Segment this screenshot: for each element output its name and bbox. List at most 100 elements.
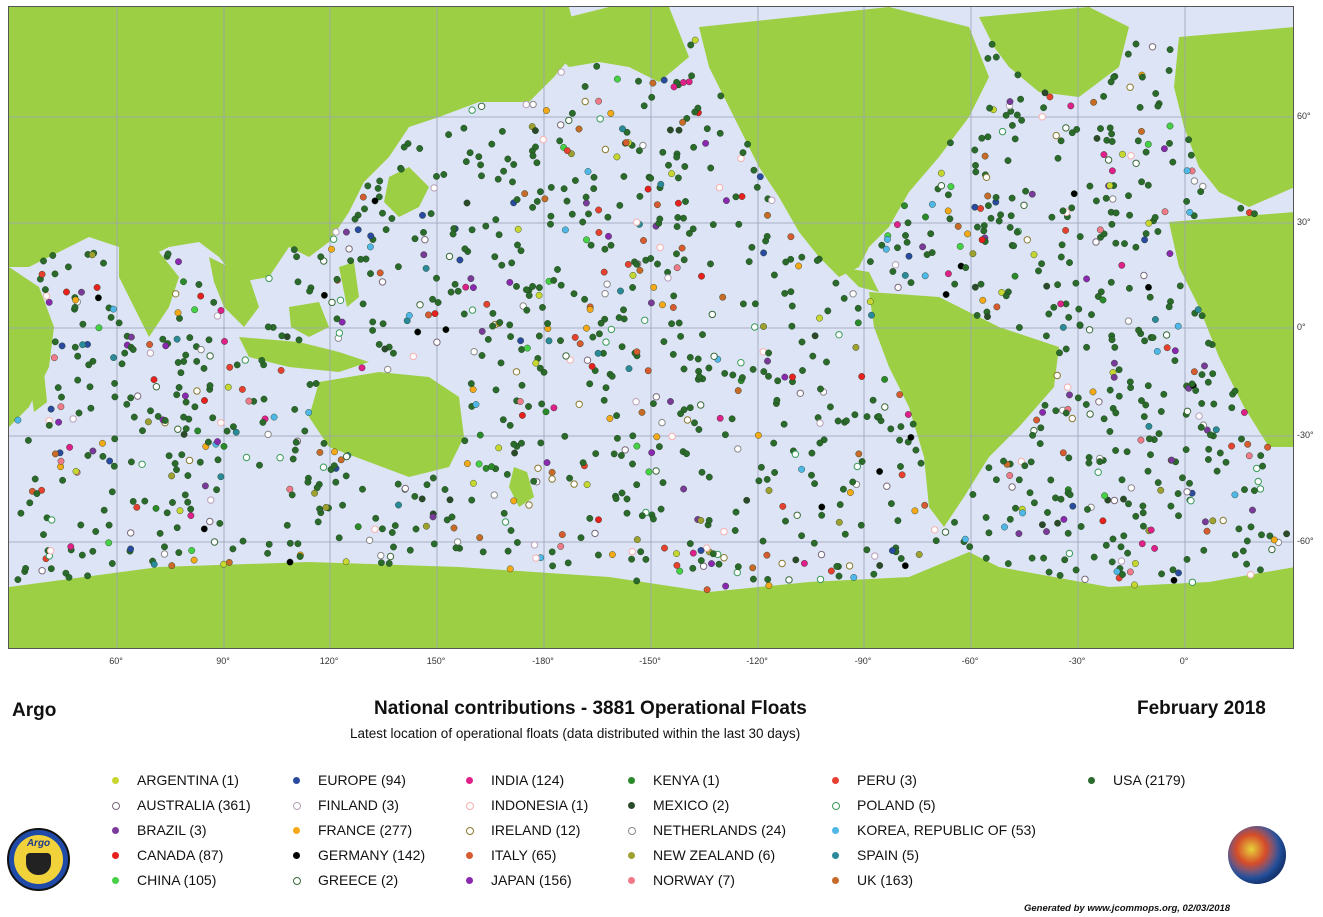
float-marker: [516, 398, 524, 405]
float-marker: [141, 497, 149, 505]
float-marker: [562, 352, 570, 360]
float-marker: [945, 191, 952, 199]
float-marker: [687, 41, 695, 49]
float-marker: [224, 383, 232, 391]
float-marker: [639, 141, 647, 150]
float-marker: [586, 380, 594, 388]
legend-symbol: [466, 852, 473, 859]
float-marker: [312, 380, 320, 387]
float-marker: [427, 210, 435, 218]
float-marker: [88, 251, 96, 259]
float-marker: [193, 357, 201, 365]
float-marker: [729, 371, 737, 379]
float-marker: [568, 210, 576, 218]
float-marker: [604, 213, 612, 221]
float-marker: [871, 552, 879, 560]
float-marker: [705, 364, 713, 372]
float-marker: [554, 266, 561, 273]
float-marker: [998, 127, 1007, 136]
float-marker: [1222, 458, 1230, 466]
float-marker: [175, 258, 182, 266]
float-marker: [607, 110, 615, 117]
float-marker: [601, 290, 609, 298]
float-marker: [477, 161, 484, 169]
float-marker: [532, 359, 540, 367]
float-marker: [664, 274, 672, 282]
float-marker: [709, 550, 717, 558]
float-marker: [785, 576, 793, 584]
float-marker: [1054, 281, 1062, 289]
float-marker: [636, 192, 644, 200]
float-marker: [673, 153, 681, 161]
float-marker: [529, 282, 536, 290]
float-marker: [849, 478, 857, 486]
float-marker: [508, 259, 516, 267]
float-marker: [1174, 322, 1182, 330]
float-marker: [1106, 386, 1114, 394]
float-marker: [942, 291, 950, 298]
float-marker: [1068, 204, 1076, 212]
float-marker: [421, 236, 429, 244]
float-marker: [583, 481, 591, 488]
float-marker: [809, 352, 817, 360]
float-marker: [277, 366, 285, 374]
float-marker: [1028, 554, 1036, 562]
legend-label: FRANCE (277): [318, 822, 413, 838]
float-marker: [57, 403, 65, 411]
lat-label: 60°: [1297, 111, 1311, 121]
float-marker: [1014, 71, 1022, 79]
float-marker: [696, 373, 703, 380]
float-marker: [904, 411, 912, 418]
float-marker: [150, 376, 158, 383]
float-marker: [490, 491, 498, 499]
legend-symbol: [628, 827, 636, 835]
float-marker: [667, 398, 674, 405]
float-marker: [618, 489, 626, 497]
float-marker: [74, 352, 82, 360]
float-marker: [818, 503, 826, 511]
float-marker: [1158, 570, 1166, 578]
float-marker: [740, 300, 747, 308]
float-marker: [676, 567, 684, 575]
float-marker: [734, 387, 742, 394]
lat-label: 0°: [1297, 322, 1306, 332]
float-marker: [751, 323, 759, 331]
float-marker: [1019, 509, 1026, 517]
float-marker: [1257, 452, 1265, 459]
float-marker: [536, 364, 544, 372]
float-marker: [207, 496, 215, 504]
float-marker: [1107, 278, 1115, 286]
float-marker: [1062, 226, 1070, 234]
credit-line: Generated by www.jcommops.org, 02/03/201…: [1024, 903, 1231, 914]
float-marker: [652, 467, 660, 475]
float-marker: [632, 398, 640, 406]
float-marker: [195, 281, 203, 288]
float-marker: [558, 531, 566, 538]
lat-label: -60°: [1297, 536, 1314, 546]
float-marker: [547, 183, 555, 191]
float-marker: [798, 532, 805, 540]
float-marker: [1065, 313, 1073, 321]
float-marker: [333, 315, 341, 323]
float-marker: [1112, 209, 1120, 217]
float-marker: [187, 505, 195, 513]
float-marker: [1001, 523, 1008, 531]
float-marker: [1102, 541, 1110, 549]
float-marker: [998, 288, 1006, 296]
float-marker: [656, 443, 663, 450]
float-marker: [1086, 410, 1094, 418]
float-marker: [793, 511, 801, 519]
float-marker: [1072, 566, 1080, 574]
float-marker: [1205, 456, 1212, 463]
float-marker: [650, 283, 658, 291]
float-marker: [518, 439, 525, 447]
float-marker: [1039, 408, 1047, 416]
float-marker: [987, 214, 995, 222]
float-marker: [337, 456, 345, 464]
float-marker: [422, 522, 430, 530]
float-marker: [1015, 476, 1023, 484]
float-marker: [79, 320, 87, 328]
legend-label: INDONESIA (1): [491, 797, 589, 813]
float-marker: [974, 223, 981, 231]
float-marker: [808, 471, 815, 479]
